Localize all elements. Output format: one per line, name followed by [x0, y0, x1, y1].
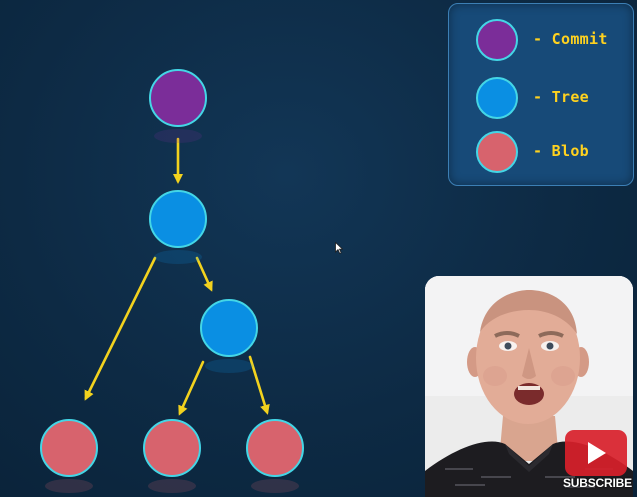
node-commit [149, 69, 207, 143]
commit-node-circle [149, 69, 207, 127]
blob-node-circle [143, 419, 201, 477]
legend-label-tree: - Tree [533, 88, 589, 106]
commit-swatch-icon [476, 19, 518, 61]
node-reflection [205, 359, 253, 373]
tree-swatch-icon [476, 77, 518, 119]
edges-layer [84, 137, 270, 416]
tree-node-circle [149, 190, 207, 248]
legend-item-commit: - Commit [449, 19, 635, 65]
subscribe-button[interactable]: SUBSCRIBE [563, 430, 632, 492]
node-reflection [45, 479, 93, 493]
play-icon [588, 442, 606, 464]
edge-arrow-tree-root-to-blob-1 [84, 256, 157, 401]
node-blob-1 [40, 419, 98, 493]
legend-item-tree: - Tree [449, 77, 635, 123]
legend-label-commit: - Commit [533, 30, 608, 48]
subscribe-label: SUBSCRIBE [563, 476, 632, 490]
blob-swatch-icon [476, 131, 518, 173]
edge-arrow-tree-child-to-blob-2 [178, 360, 205, 416]
node-reflection [148, 479, 196, 493]
legend-item-blob: - Blob [449, 131, 635, 177]
edge-arrow-tree-root-to-tree-child [195, 256, 213, 292]
blob-node-circle [40, 419, 98, 477]
node-reflection [154, 129, 202, 143]
tree-node-circle [200, 299, 258, 357]
nodes-layer [40, 69, 304, 493]
node-tree-root [149, 190, 207, 264]
mouse-cursor-icon [335, 242, 343, 254]
node-blob-3 [246, 419, 304, 493]
legend-label-blob: - Blob [533, 142, 589, 160]
legend-panel: - Commit - Tree - Blob [448, 3, 634, 186]
node-blob-2 [143, 419, 201, 493]
blob-node-circle [246, 419, 304, 477]
edge-arrow-tree-child-to-blob-3 [248, 355, 270, 415]
node-reflection [154, 250, 202, 264]
node-tree-child [200, 299, 258, 373]
node-reflection [251, 479, 299, 493]
